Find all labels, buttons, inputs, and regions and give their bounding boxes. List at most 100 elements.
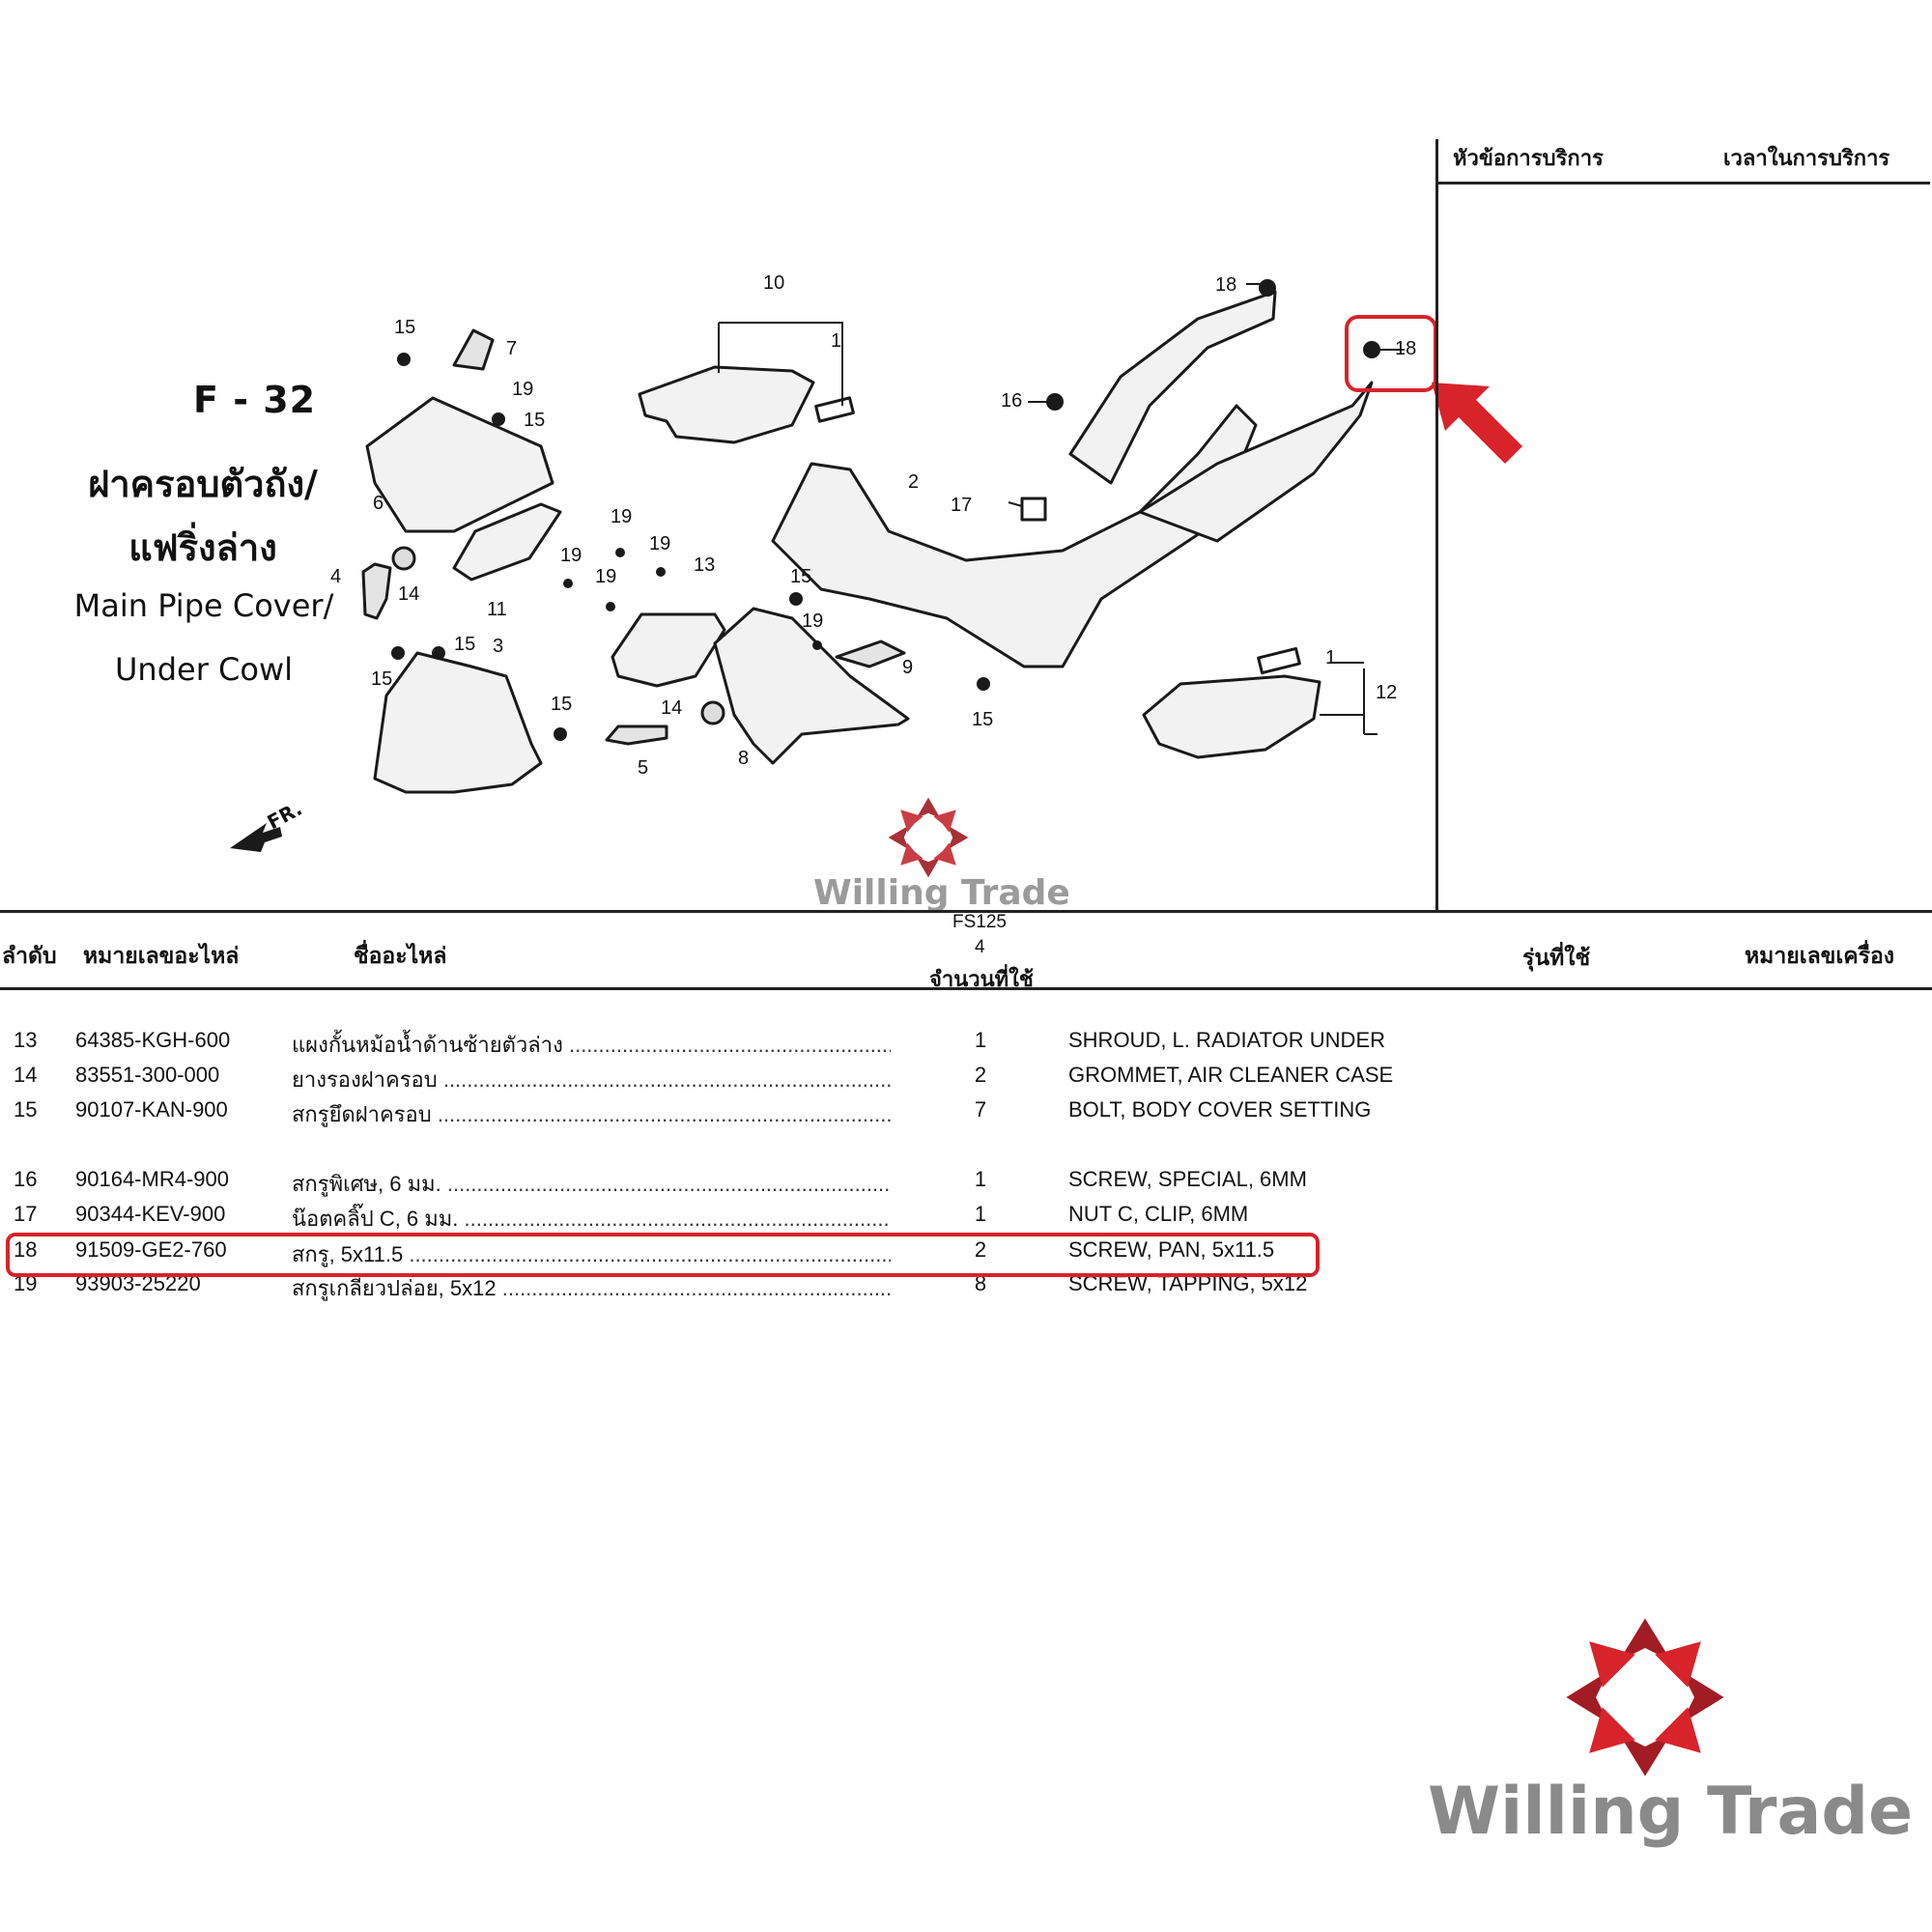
callout-19-e: 19 <box>802 611 824 632</box>
row-18-highlight-box <box>6 1233 1320 1277</box>
part-17-clip-nut <box>1020 497 1047 522</box>
callout-3: 3 <box>493 636 504 657</box>
service-topic-header: หัวข้อการบริการ <box>1453 147 1604 171</box>
bolt-15-c <box>432 646 445 660</box>
service-header-rule <box>1437 182 1930 185</box>
table-header-rule <box>0 987 1932 990</box>
row-part-name-th: สกรูเกลียวปล่อย, 5x12 <box>292 1271 891 1305</box>
row-part-name-th: น๊อตคลิ๊ป C, 6 มม. <box>292 1202 891 1236</box>
figure-title-en-2: Under Cowl <box>114 651 293 688</box>
col-header-models-used: รุ่นที่ใช้ <box>1522 946 1591 971</box>
part-11-bracket <box>452 502 562 582</box>
row-part-name-en: SHROUD, L. RADIATOR UNDER <box>1068 1028 1386 1052</box>
part-1-pipe-upper <box>814 396 855 423</box>
row-qty: 1 <box>974 1167 987 1191</box>
col-header-qty: จำนวนที่ใช้ <box>929 968 1034 992</box>
callout-9: 9 <box>902 657 914 678</box>
callout-14-a: 14 <box>398 583 420 605</box>
part-14-grommet-b <box>700 700 725 725</box>
row-no: 16 <box>14 1167 38 1191</box>
col-header-part-name: ชื่ออะไหล่ <box>354 944 447 969</box>
col-header-model: FS125 <box>952 912 1007 932</box>
service-panel-divider <box>1435 139 1438 912</box>
table-row: 15 90107-KAN-900 สกรูยึดฝาครอบ 7 BOLT, B… <box>0 1097 1642 1132</box>
exploded-parts-diagram <box>230 279 1405 852</box>
col-header-model-sub: 4 <box>975 937 985 957</box>
row-part-number: 64385-KGH-600 <box>75 1028 231 1052</box>
screw-19-b <box>656 567 666 577</box>
callout-15-a: 15 <box>394 317 416 338</box>
callout-2: 2 <box>908 471 920 493</box>
row-part-name-en: NUT C, CLIP, 6MM <box>1068 1202 1249 1226</box>
row-part-number: 90107-KAN-900 <box>75 1097 228 1122</box>
row-part-name-en: GROMMET, AIR CLEANER CASE <box>1068 1063 1394 1087</box>
highlight-arrow <box>1432 383 1522 464</box>
part-14-grommet-a <box>391 546 416 571</box>
table-row: 16 90164-MR4-900 สกรูพิเศษ, 6 มม. 1 SCRE… <box>0 1167 1642 1202</box>
figure-code: F - 32 <box>193 379 317 421</box>
part-2-main-cover <box>771 404 1258 668</box>
row-part-number: 90344-KEV-900 <box>75 1202 226 1226</box>
row-part-name-th: สกรูพิเศษ, 6 มม. <box>292 1167 891 1201</box>
row-no: 14 <box>14 1063 38 1087</box>
row-qty: 1 <box>974 1028 987 1052</box>
callout-13: 13 <box>694 554 716 576</box>
callout-18-highlight-box <box>1345 315 1437 392</box>
table-row: 14 83551-300-000 ยางรองฝาครอบ 2 GROMMET,… <box>0 1063 1642 1097</box>
part-13-shroud <box>611 612 726 688</box>
screw-19-e <box>812 640 822 650</box>
part-3-front-cowl <box>373 651 543 794</box>
callout-15-b: 15 <box>524 410 546 431</box>
front-direction-arrow <box>230 823 282 852</box>
callout-1-lower: 1 <box>1325 647 1337 668</box>
callout-14-b: 14 <box>661 697 683 719</box>
bolt-15-d <box>391 646 405 660</box>
watermark-text-small: Willing Trade <box>813 873 1070 913</box>
callout-7: 7 <box>506 338 518 359</box>
row-qty: 2 <box>974 1063 987 1087</box>
col-header-no: ลำดับ <box>2 944 57 969</box>
table-top-rule <box>0 910 1932 913</box>
callout-19-b: 19 <box>611 506 633 527</box>
part-1-pipe-lower <box>1257 646 1301 675</box>
row-part-name-en: SCREW, PAN, 5x11.5 <box>1068 1237 1275 1262</box>
row-no: 17 <box>14 1202 38 1226</box>
row-qty: 1 <box>974 1202 987 1226</box>
screw-19-c <box>606 602 615 611</box>
part-12-right-panel <box>1142 674 1321 759</box>
callout-15-c: 15 <box>790 566 812 587</box>
row-part-name-th: แผงกั้นหม้อน้ำด้านซ้ายตัวล่าง <box>292 1028 891 1062</box>
table-row: 17 90344-KEV-900 น๊อตคลิ๊ป C, 6 มม. 1 NU… <box>0 1202 1642 1236</box>
part-9-clip <box>835 639 906 668</box>
screw-16 <box>1046 393 1064 411</box>
watermark-logo-large <box>1566 1618 1724 1776</box>
part-2-rear-arm-right <box>1138 381 1374 543</box>
part-10-panel <box>638 365 815 444</box>
screw-18-a <box>1259 279 1276 297</box>
callout-18-upper: 18 <box>1215 274 1237 296</box>
part-7-clip <box>452 328 495 371</box>
diagram-area: F - 32 ฝาครอบตัวถัง/ แฟริ่งล่าง Main Pip… <box>0 0 1522 913</box>
callout-1-upper: 1 <box>831 330 842 352</box>
watermark-text-large: Willing Trade <box>1428 1774 1914 1850</box>
part-2-rear-arm-left <box>1068 290 1277 485</box>
bolt-15-g <box>977 677 990 691</box>
row-no: 13 <box>14 1028 38 1052</box>
row-part-number: 90164-MR4-900 <box>75 1167 229 1191</box>
callout-5: 5 <box>638 757 649 779</box>
callout-15-f: 15 <box>551 694 573 715</box>
col-header-engine-no: หมายเลขเครื่อง <box>1745 944 1895 969</box>
callout-16: 16 <box>1001 390 1023 412</box>
screw-19-d <box>563 579 573 588</box>
callout-4: 4 <box>330 566 342 587</box>
callout-15-e: 15 <box>371 668 393 690</box>
table-row-highlighted: 18 91509-GE2-760 สกรู, 5x11.5 2 SCREW, P… <box>0 1237 1642 1272</box>
callout-8: 8 <box>738 748 750 769</box>
callout-19-a: 19 <box>512 379 534 400</box>
callout-15-g: 15 <box>972 709 994 730</box>
figure-title-en-1: Main Pipe Cover/ <box>73 587 334 624</box>
row-no: 18 <box>14 1237 38 1262</box>
row-qty: 7 <box>974 1097 987 1122</box>
row-part-name-en: BOLT, BODY COVER SETTING <box>1068 1097 1372 1122</box>
row-part-name-en: SCREW, SPECIAL, 6MM <box>1068 1167 1307 1191</box>
